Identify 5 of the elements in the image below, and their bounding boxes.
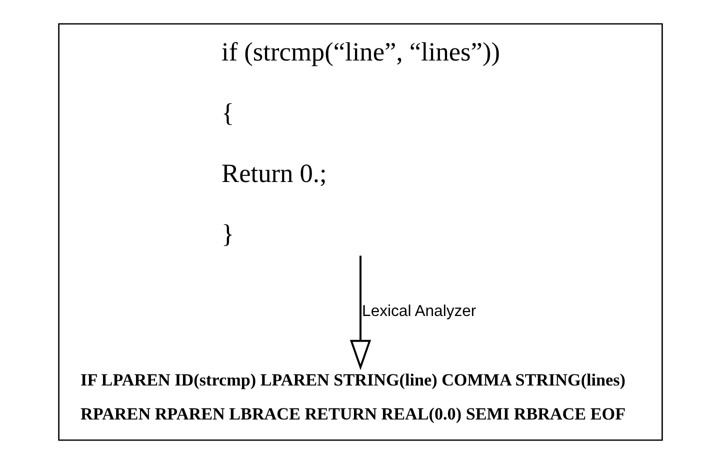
cluster	[58, 23, 662, 441]
arrow	[349, 256, 371, 370]
edge-label: Lexical Analyzer	[362, 302, 476, 320]
node-text: IF LPAREN ID(strcmp) LPAREN STRING(line) COMMA STRING(lines) RPAREN RPAREN LBRACE RETURN REAL(0.0) SEMI RBRACE EOF	[80, 370, 626, 424]
node-text: if (strcmp(“line”, “lines”)) { Return 0.; }	[221, 38, 500, 249]
